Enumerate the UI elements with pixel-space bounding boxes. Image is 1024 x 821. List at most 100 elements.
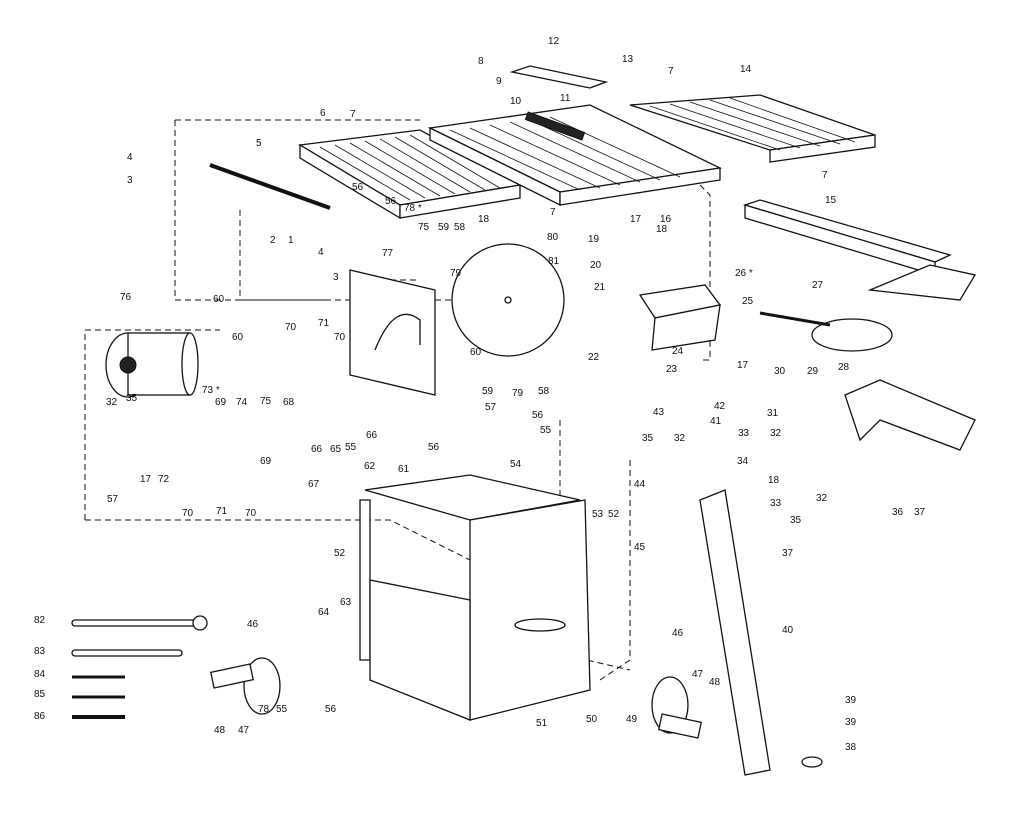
part-callout-c69a: 69 xyxy=(215,397,227,408)
part-callout-c69b: 69 xyxy=(260,456,272,467)
part-callout-c4b: 4 xyxy=(318,247,324,258)
part-callout-c78: 78 * xyxy=(404,203,422,214)
part-callout-c60a: 60 xyxy=(213,294,225,305)
part-callout-c46b: 46 xyxy=(672,628,684,639)
part-callout-c48b: 48 xyxy=(214,725,226,736)
part-callout-c7b: 7 xyxy=(350,109,356,120)
part-callout-c30: 30 xyxy=(774,366,786,377)
part-callout-c68: 68 xyxy=(283,397,295,408)
part-callout-c75b: 75 xyxy=(260,396,272,407)
part-callout-c40: 40 xyxy=(782,625,794,636)
part-callout-c16: 16 xyxy=(660,214,672,225)
stand-leg xyxy=(699,489,771,776)
part-callout-c56a: 56 xyxy=(352,182,364,193)
switch-box xyxy=(638,284,722,351)
part-callout-c37a: 37 xyxy=(914,507,926,518)
part-callout-c56b: 56 xyxy=(385,196,397,207)
part-callout-c64: 64 xyxy=(318,607,330,618)
leveling-foot xyxy=(801,756,823,768)
miter-gauge xyxy=(759,311,893,352)
part-callout-c85: 85 xyxy=(34,689,46,700)
part-callout-c6: 6 xyxy=(320,108,326,119)
part-callout-c18c: 18 xyxy=(768,475,780,486)
part-callout-c13: 13 xyxy=(622,54,634,65)
part-callout-c59a: 59 xyxy=(438,222,450,233)
part-callout-c52b: 52 xyxy=(334,548,346,559)
part-callout-c84: 84 xyxy=(34,669,46,680)
part-callout-c50: 50 xyxy=(586,714,598,725)
part-callout-c47a: 47 xyxy=(692,669,704,680)
part-callout-c14: 14 xyxy=(740,64,752,75)
part-callout-c37b: 37 xyxy=(782,548,794,559)
part-callout-c73: 73 * xyxy=(202,385,220,396)
part-callout-c32d: 32 xyxy=(816,493,828,504)
part-callout-c79a: 79 xyxy=(450,268,462,279)
part-callout-c11: 11 xyxy=(560,93,571,104)
part-callout-c1: 1 xyxy=(288,235,294,246)
part-callout-c67: 67 xyxy=(308,479,320,490)
part-callout-c83: 83 xyxy=(34,646,46,657)
part-callout-c54: 54 xyxy=(510,459,522,470)
part-callout-c2: 2 xyxy=(270,235,276,246)
part-callout-c60b: 60 xyxy=(232,332,244,343)
part-callout-c71b: 71 xyxy=(216,506,228,517)
part-callout-c47b: 47 xyxy=(238,725,250,736)
part-callout-c62: 62 xyxy=(364,461,376,472)
handwheel-right xyxy=(651,676,702,739)
part-callout-c5: 5 xyxy=(256,138,262,149)
part-callout-c61: 61 xyxy=(398,464,410,475)
part-callout-c31: 31 xyxy=(767,408,779,419)
part-callout-c74: 74 xyxy=(236,397,248,408)
part-callout-c34: 34 xyxy=(737,456,749,467)
part-callout-c52a: 52 xyxy=(608,509,620,520)
part-callout-c53: 53 xyxy=(592,509,604,520)
part-callout-c55b: 55 xyxy=(345,442,357,453)
part-callout-c25: 25 xyxy=(742,296,754,307)
part-callout-c19: 19 xyxy=(588,234,600,245)
part-callout-c35a: 35 xyxy=(126,393,138,404)
part-callout-c32b: 32 xyxy=(674,433,686,444)
part-callout-c10: 10 xyxy=(510,96,522,107)
part-callout-c70b: 70 xyxy=(334,332,346,343)
handwheel-left xyxy=(210,657,281,715)
part-callout-c65: 65 xyxy=(330,444,342,455)
part-callout-c86: 86 xyxy=(34,711,46,722)
part-callout-c45: 45 xyxy=(634,542,646,553)
part-callout-c22: 22 xyxy=(588,352,600,363)
part-callout-c46a: 46 xyxy=(247,619,259,630)
part-callout-c39b: 39 xyxy=(845,717,857,728)
part-callout-c55c: 55 xyxy=(276,704,288,715)
part-callout-c24: 24 xyxy=(672,346,684,357)
part-callout-c17a: 17 xyxy=(630,214,642,225)
part-callout-c32c: 32 xyxy=(770,428,782,439)
part-callout-c12: 12 xyxy=(548,36,560,47)
part-callout-c7c: 7 xyxy=(822,170,828,181)
part-callout-c44: 44 xyxy=(634,479,646,490)
part-callout-c80: 80 xyxy=(547,232,559,243)
part-callout-c56c: 56 xyxy=(532,410,544,421)
part-callout-c48a: 48 xyxy=(709,677,721,688)
part-callout-c78b: 78 xyxy=(258,704,270,715)
part-callout-c56d: 56 xyxy=(428,442,440,453)
part-callout-c55a: 55 xyxy=(540,425,552,436)
part-callout-c8a: 8 xyxy=(478,56,484,67)
part-callout-c43: 43 xyxy=(653,407,665,418)
cabinet-base xyxy=(359,474,591,721)
part-callout-c49: 49 xyxy=(626,714,638,725)
part-callout-c18a: 18 xyxy=(478,214,490,225)
part-callout-c33a: 33 xyxy=(738,428,750,439)
part-callout-c23: 23 xyxy=(666,364,678,375)
part-callout-c58b: 58 xyxy=(538,386,550,397)
part-callout-c28: 28 xyxy=(838,362,850,373)
part-callout-c57a: 57 xyxy=(485,402,497,413)
part-callout-c41: 41 xyxy=(710,416,722,427)
guide-rail xyxy=(742,199,977,301)
part-callout-c39a: 39 xyxy=(845,695,857,706)
part-callout-c21: 21 xyxy=(594,282,606,293)
part-callout-c36: 36 xyxy=(892,507,904,518)
part-callout-c29: 29 xyxy=(807,366,819,377)
part-callout-c35b: 35 xyxy=(642,433,654,444)
part-callout-c70a: 70 xyxy=(285,322,297,333)
trunnion-frame xyxy=(349,269,436,396)
